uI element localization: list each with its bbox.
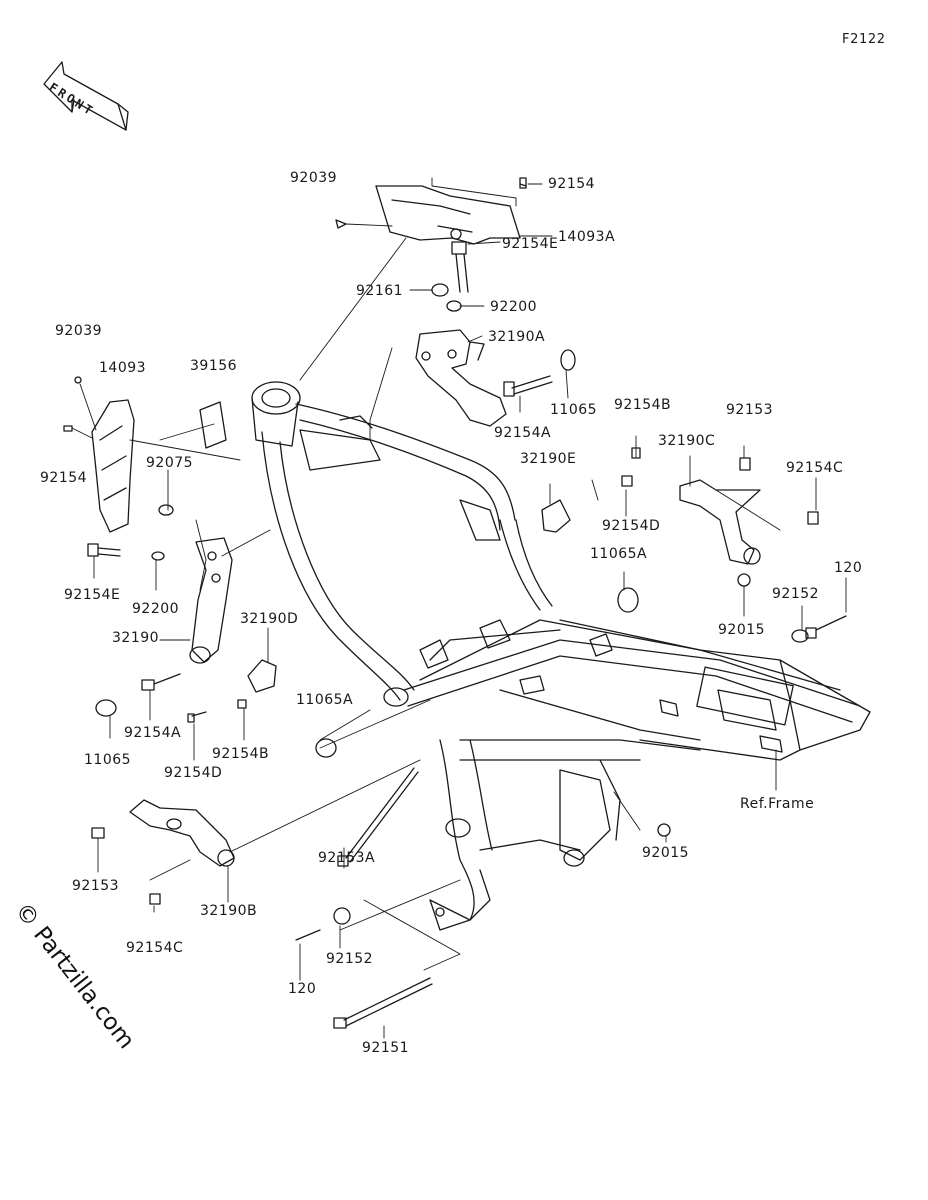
bracket-32190 [87, 537, 233, 664]
callout-92161: 92161 [356, 283, 404, 299]
callout-92015-right: 92015 [718, 622, 766, 638]
cover-14093 [63, 376, 227, 533]
callout-120-bottom: 120 [288, 981, 317, 997]
callout-92015-bottom: 92015 [642, 845, 690, 861]
leader-lines [71, 177, 847, 1039]
callout-92153-top: 92153 [726, 402, 774, 418]
bracket-32190b [91, 799, 235, 905]
callout-32190a: 32190A [488, 329, 546, 345]
callout-32190e: 32190E [520, 451, 577, 467]
callout-92154e-left: 92154E [64, 587, 121, 603]
callout-32190: 32190 [112, 630, 160, 646]
bracket-32190a [415, 329, 507, 427]
callout-92039-top: 92039 [290, 170, 338, 186]
callout-92152-right: 92152 [772, 586, 820, 602]
cover-14093a [375, 185, 521, 245]
callout-92152-bottom: 92152 [326, 951, 374, 967]
callout-92075: 92075 [146, 455, 194, 471]
callout-92200-left: 92200 [132, 601, 180, 617]
callout-92039-left: 92039 [55, 323, 103, 339]
callout-92154-left: 92154 [40, 470, 88, 486]
upper-hardware [335, 177, 576, 397]
callout-92154c-left: 92154C [126, 940, 184, 956]
callout-92154e-top: 92154E [502, 236, 559, 252]
long-bolts [295, 573, 847, 1029]
callout-11065-left: 11065 [84, 752, 132, 768]
callout-32190b: 32190B [200, 903, 258, 919]
callout-92154a-top: 92154A [494, 425, 552, 441]
callout-92154-top: 92154 [548, 176, 596, 192]
callout-92154b-top: 92154B [614, 397, 672, 413]
callout-11065a-top: 11065A [590, 546, 648, 562]
callout-32190d: 32190D [240, 611, 299, 627]
callout-120-right: 120 [834, 560, 863, 576]
caps-11065 [95, 587, 639, 758]
callout-92151: 92151 [362, 1040, 410, 1056]
callout-39156: 39156 [190, 358, 238, 374]
callout-92154d-left: 92154D [164, 765, 223, 781]
callout-14093a: 14093A [558, 229, 616, 245]
callout-11065-top: 11065 [550, 402, 598, 418]
callout-92154a-left: 92154A [124, 725, 182, 741]
bracket-32190d [187, 659, 277, 723]
callout-92154d-top: 92154D [602, 518, 661, 534]
main-frame [251, 381, 871, 931]
figure-code: F2122 [842, 32, 886, 47]
callout-32190c: 32190C [658, 433, 716, 449]
callout-11065a-left: 11065A [296, 692, 354, 708]
frame-reference-label: Ref.Frame [740, 796, 815, 812]
callout-92153-left: 92153 [72, 878, 120, 894]
callout-14093: 14093 [99, 360, 147, 376]
callout-92154b-left: 92154B [212, 746, 270, 762]
front-arrow-icon [43, 61, 129, 131]
callout-92153a: 92153A [318, 850, 376, 866]
callout-92154c-right: 92154C [786, 460, 844, 476]
callout-92200-top: 92200 [490, 299, 538, 315]
